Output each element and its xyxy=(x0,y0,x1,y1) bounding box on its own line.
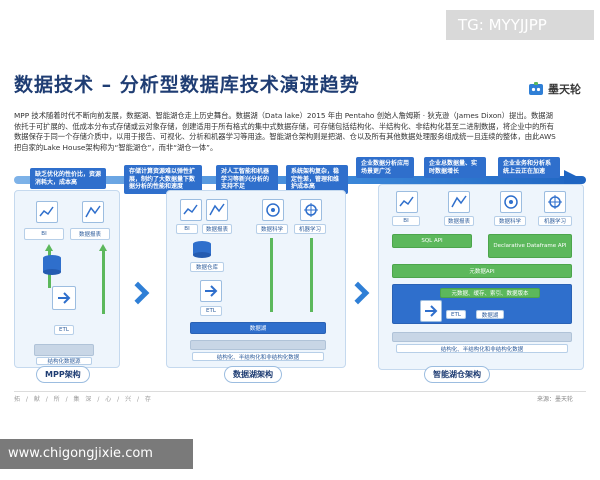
smart-datalake-box: 数据湖 xyxy=(476,310,504,319)
mpp-source-box: 结构化数据源 xyxy=(36,357,92,365)
mpp-bi-box: BI xyxy=(24,228,64,240)
mpp-source-stack xyxy=(34,344,94,356)
smart-science-box: 数据科学 xyxy=(494,216,526,226)
report-icon xyxy=(82,201,104,223)
trend-pill-1: 企业数据分析应用场景更广泛 xyxy=(356,157,414,178)
intro-line: MPP 技术随着时代不断向前发展，数据湖、智能湖仓走上历史舞台。数据湖（Data… xyxy=(14,111,553,120)
lake-report-box: 数据报表 xyxy=(202,224,232,234)
database-icon xyxy=(43,255,61,275)
smart-etl-box: ETL xyxy=(446,310,466,319)
lake-bi-box: BI xyxy=(176,224,198,234)
lake-source-stack xyxy=(190,340,326,350)
flow-line xyxy=(270,238,273,312)
footer-divider xyxy=(14,391,586,392)
trend-pill-2: 企业总数据量、实时数据增长 xyxy=(424,157,486,178)
lake-warehouse-box: 数据仓库 xyxy=(190,262,224,272)
problem-pill-1: 缺乏优化的性价比，资源消耗大，成本高 xyxy=(30,168,106,189)
ml-icon xyxy=(544,191,566,213)
lake-science-box: 数据科学 xyxy=(256,224,288,234)
trend-pill-3: 企业业务和分析系统上云正在加速 xyxy=(498,157,560,178)
science-icon xyxy=(500,191,522,213)
lake-source-box: 结构化、半结构化和非结构化数据 xyxy=(192,352,324,361)
smart-lakehouse-label: 智能湖仓架构 xyxy=(424,366,490,383)
tg-badge: TG: MYYJJPP xyxy=(446,10,594,40)
smart-cache-index-box: 元数据、缓存、索引、数据版本 xyxy=(440,288,540,298)
intro-line: 把自家的Lake House架构称为“智能湖仓”，而非“湖仓一体”。 xyxy=(14,142,218,152)
report-icon xyxy=(206,199,228,221)
up-arrow-icon xyxy=(45,244,53,251)
lake-etl-box: ETL xyxy=(200,306,222,316)
flow-line xyxy=(310,238,313,312)
problem-pill-2: 存储计算资源难以弹性扩展，制约了大数据量下数据分析的性能和速度 xyxy=(124,165,202,194)
bi-icon xyxy=(180,199,202,221)
bi-icon xyxy=(36,201,58,223)
smart-source-box: 结构化、半结构化和非结构化数据 xyxy=(396,344,568,353)
mpp-etl-box: ETL xyxy=(54,325,74,335)
logo: 墨天轮 xyxy=(528,79,581,99)
mpp-label: MPP架构 xyxy=(36,366,90,383)
warehouse-db-icon xyxy=(193,241,211,258)
intro-line: 数据保存于同一个存储介质中，以用于报告、可视化、分析和机器学习等用途。智能湖仓架… xyxy=(14,132,556,142)
smart-report-box: 数据报表 xyxy=(444,216,474,226)
next-chevron-icon xyxy=(126,281,150,305)
smart-ml-box: 机器学习 xyxy=(538,216,572,226)
smart-metadata-api-box: 元数据API xyxy=(392,264,572,278)
smart-sql-api-box: SQL API xyxy=(392,234,472,248)
watermark-banner: www.chigongjixie.com xyxy=(0,439,193,469)
footer-left-text: 拓 / 献 / 所 / 集 深 / 心 / 兴 / 存 xyxy=(14,396,153,403)
datalake-label: 数据湖架构 xyxy=(224,366,282,383)
slide-title: 数据技术 – 分析型数据库技术演进趋势 xyxy=(14,74,360,96)
smart-source-stack xyxy=(392,332,572,342)
problem-pill-3: 对人工智能和机器学习等新兴分析的支持不足 xyxy=(216,165,278,194)
etl-arrow-icon xyxy=(200,280,222,302)
flow-line xyxy=(102,250,105,314)
intro-line: 依托于可扩展的、低成本分布式存储或云对象存储，创建适用于所有格式的集中式数据存储… xyxy=(14,121,554,131)
mpp-report-box: 数据报表 xyxy=(70,228,110,240)
next-chevron-icon xyxy=(346,281,370,305)
smart-dataframe-api-box: Declarative Dataframe API xyxy=(488,234,572,258)
intro-paragraph: MPP 技术随着时代不断向前发展，数据湖、智能湖仓走上历史舞台。数据湖（Data… xyxy=(14,111,586,153)
logo-icon xyxy=(529,82,543,95)
bi-icon xyxy=(396,191,418,213)
ml-icon xyxy=(300,199,322,221)
science-icon xyxy=(262,199,284,221)
etl-arrow-icon xyxy=(420,300,442,322)
lake-ml-box: 机器学习 xyxy=(294,224,326,234)
lake-datalake-box: 数据湖 xyxy=(190,322,326,334)
logo-text: 墨天轮 xyxy=(548,83,581,96)
up-arrow-icon xyxy=(99,244,107,251)
smart-bi-box: BI xyxy=(392,216,420,226)
footer-source: 来源：墨天轮 xyxy=(537,396,574,403)
report-icon xyxy=(448,191,470,213)
problem-pill-4: 系统架构复杂，稳定性差，管理和维护成本高 xyxy=(286,165,348,194)
etl-arrow-icon xyxy=(52,286,76,310)
